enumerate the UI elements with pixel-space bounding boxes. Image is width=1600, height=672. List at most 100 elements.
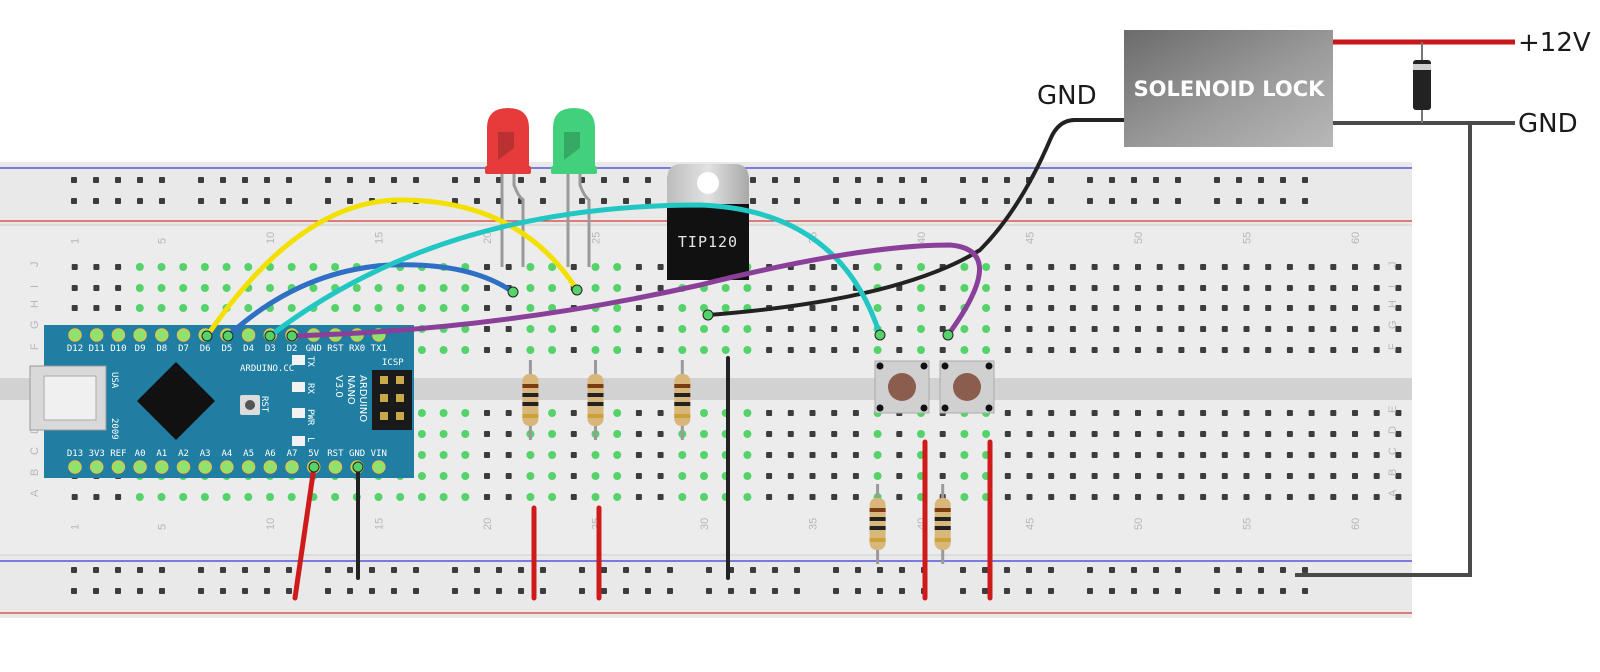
connected-hole xyxy=(461,451,470,459)
breadboard-hole xyxy=(1352,452,1358,458)
connected-hole xyxy=(417,284,426,292)
rail-hole xyxy=(750,177,756,183)
rail-hole xyxy=(1302,198,1308,204)
breadboard-hole xyxy=(1004,347,1011,353)
rail-hole xyxy=(1258,588,1264,594)
breadboard-hole xyxy=(570,494,577,500)
reset-button-cap[interactable] xyxy=(245,400,255,410)
rail-hole xyxy=(1131,567,1137,573)
push-button-1-cap xyxy=(888,373,916,401)
breadboard-hole xyxy=(1048,410,1055,416)
column-number: 10 xyxy=(265,518,277,530)
breadboard-hole xyxy=(787,452,794,458)
rail-hole xyxy=(1109,588,1115,594)
breadboard-hole xyxy=(1135,452,1141,458)
rail-hole xyxy=(413,567,419,573)
breadboard-hole xyxy=(1200,326,1207,332)
led-green-rim xyxy=(551,166,597,174)
breadboard-hole xyxy=(1113,264,1120,270)
breadboard-hole xyxy=(93,285,100,291)
arduino-name: ARDUINO xyxy=(357,375,368,422)
breadboard-hole xyxy=(1156,494,1163,500)
breadboard-hole xyxy=(1069,473,1076,479)
rail-hole xyxy=(1087,177,1093,183)
led-label: RX xyxy=(305,383,315,394)
rail-hole xyxy=(706,588,712,594)
led-green-lead xyxy=(578,170,591,267)
rail-hole xyxy=(220,588,226,594)
rail-hole xyxy=(1109,198,1115,204)
rail-hole xyxy=(1026,198,1032,204)
breadboard-hole xyxy=(1243,431,1250,437)
breadboard-hole xyxy=(787,347,794,353)
breadboard-hole xyxy=(635,326,642,332)
connected-hole xyxy=(917,304,925,312)
rail-hole xyxy=(220,567,226,573)
rail-hole xyxy=(706,567,712,573)
resistor-button-2-band xyxy=(934,538,951,542)
rail-hole xyxy=(794,588,800,594)
rail-hole xyxy=(899,177,905,183)
rail-hole xyxy=(645,588,651,594)
rail-hole xyxy=(1214,177,1220,183)
rail-hole xyxy=(794,567,800,573)
icsp-pins xyxy=(380,376,404,420)
breadboard-hole xyxy=(1113,431,1120,437)
arduino-pin-label: A5 xyxy=(243,449,254,459)
breadboard-hole xyxy=(1395,494,1402,500)
breadboard-hole xyxy=(1286,431,1293,437)
arduino-pin-label: RX0 xyxy=(349,344,365,354)
breadboard-hole xyxy=(1048,264,1055,270)
connected-hole xyxy=(982,263,991,271)
rail-hole xyxy=(198,177,204,183)
breadboard-hole xyxy=(1091,326,1098,332)
breadboard-hole xyxy=(852,410,859,416)
rail-hole xyxy=(220,177,226,183)
row-letter: C xyxy=(29,447,41,455)
breadboard-hole xyxy=(657,305,664,311)
breadboard-hole xyxy=(1243,305,1250,311)
rail-hole xyxy=(1131,198,1137,204)
breadboard-hole xyxy=(635,494,642,500)
breadboard-hole xyxy=(1200,305,1207,311)
breadboard-hole xyxy=(1221,410,1228,416)
icsp-pin xyxy=(380,394,388,402)
connected-hole xyxy=(743,430,752,438)
breadboard-hole xyxy=(484,326,490,332)
arduino-pin-label: A1 xyxy=(156,449,167,459)
rail-hole xyxy=(1280,588,1286,594)
breadboard-hole xyxy=(505,473,512,479)
rail-hole xyxy=(899,588,905,594)
breadboard-hole xyxy=(896,264,903,270)
column-number: 20 xyxy=(482,518,494,530)
connected-hole xyxy=(439,284,448,292)
connected-hole xyxy=(700,493,708,501)
breadboard-hole xyxy=(1091,347,1098,353)
breadboard-hole xyxy=(1243,264,1250,270)
rail-hole xyxy=(855,198,861,204)
breadboard-hole xyxy=(1243,285,1250,291)
rail-hole xyxy=(286,567,292,573)
arduino-pin-top xyxy=(176,328,191,342)
breadboard-hole xyxy=(657,431,664,437)
rail-hole xyxy=(71,588,77,594)
connected-hole xyxy=(331,263,340,271)
row-letter: E xyxy=(1387,406,1399,413)
breadboard-hole xyxy=(1026,410,1033,416)
breadboard-hole xyxy=(1048,431,1055,437)
arduino-pin-bottom xyxy=(241,460,256,474)
rail-hole xyxy=(601,567,607,573)
resistor-led-red-band xyxy=(522,384,539,388)
connected-hole xyxy=(439,304,448,312)
breadboard-hole xyxy=(1178,494,1185,500)
rail-hole xyxy=(1109,177,1115,183)
breadboard-hole xyxy=(1091,410,1098,416)
rail-hole xyxy=(137,588,143,594)
arduino-pin-bottom xyxy=(198,460,212,474)
rail-hole xyxy=(1280,198,1286,204)
rail-hole xyxy=(1004,198,1010,204)
rail-hole xyxy=(518,588,524,594)
rail-hole xyxy=(623,177,629,183)
column-number: 60 xyxy=(1350,518,1362,530)
